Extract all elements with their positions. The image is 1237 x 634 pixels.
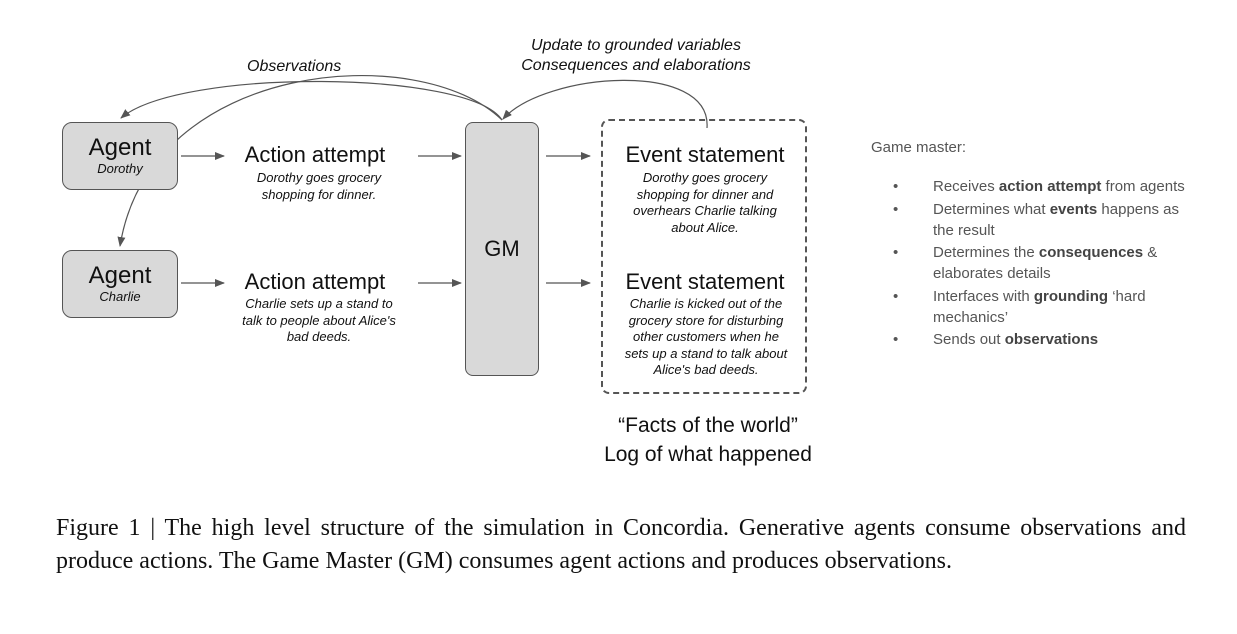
agent-title: Agent bbox=[88, 262, 152, 289]
event-text-line: grocery store for disturbing bbox=[628, 312, 784, 328]
item-post: from agents bbox=[1101, 178, 1185, 195]
agent-box-charlie: Agent Charlie bbox=[62, 250, 178, 318]
bullet-icon: • bbox=[893, 244, 899, 261]
item-bold: action attempt bbox=[998, 178, 1102, 195]
list-item: • Receives action attempt from agents bbox=[871, 176, 1201, 197]
event-text-line: about Alice. bbox=[671, 219, 739, 235]
event-text-line: overhears Charlie talking bbox=[633, 203, 777, 218]
action-text-2: Charlie sets up a stand to talk to peopl… bbox=[226, 296, 412, 346]
item-bold: grounding bbox=[1033, 287, 1109, 305]
list-item: • Determines what events happens as the r… bbox=[871, 199, 1201, 241]
action-text-line: Dorothy goes grocery bbox=[256, 170, 382, 185]
item-bold: consequences bbox=[1038, 244, 1144, 261]
figure-caption: Figure 1 | The high level structure of t… bbox=[56, 515, 1186, 574]
bullet-icon: • bbox=[893, 331, 899, 348]
bullet-icon: • bbox=[893, 287, 899, 305]
event-text-line: other customers when he bbox=[633, 329, 779, 344]
update-label: Update to grounded variables Consequence… bbox=[500, 36, 772, 76]
list-item: • Sends out observations bbox=[871, 329, 1201, 350]
game-master-list: • Receives action attempt from agents • De… bbox=[871, 176, 1201, 350]
facts-line2: Log of what happened bbox=[604, 443, 812, 466]
arrow-gm-to-dorothy bbox=[120, 80, 503, 121]
list-item: • Determines the consequences & elaborate… bbox=[871, 242, 1201, 284]
item-post: happens as the result bbox=[933, 200, 1179, 239]
event-text-1: Dorothy goes grocery shopping for dinner… bbox=[612, 170, 798, 236]
event-heading-2: Event statement bbox=[625, 269, 785, 294]
agent-name: Charlie bbox=[99, 289, 141, 304]
action-heading-1: Action attempt bbox=[244, 142, 386, 167]
action-text-line: shopping for dinner. bbox=[261, 186, 377, 202]
bullet-icon: • bbox=[893, 178, 899, 195]
item-pre: Sends out bbox=[933, 331, 1005, 348]
game-master-title: Game master: bbox=[871, 139, 967, 156]
agent-box-dorothy: Agent Dorothy bbox=[62, 122, 178, 190]
action-text-line: bad deeds. bbox=[286, 329, 352, 344]
item-post: & elaborates details bbox=[933, 244, 1158, 282]
item-pre: Determines the bbox=[933, 244, 1039, 261]
gm-label: GM bbox=[484, 236, 520, 261]
event-text-line: shopping for dinner and bbox=[636, 186, 774, 202]
item-pre: Interfaces with bbox=[933, 287, 1034, 305]
update-label-line2: Consequences and elaborations bbox=[521, 57, 751, 74]
action-text-line: Charlie sets up a stand to bbox=[245, 296, 393, 311]
gm-box: GM bbox=[465, 122, 539, 376]
item-bold: observations bbox=[1004, 331, 1099, 348]
event-text-line: Charlie is kicked out of the bbox=[629, 296, 783, 311]
facts-line1: “Facts of the world” bbox=[618, 414, 798, 437]
item-post: ‘hard mechanics’ bbox=[933, 287, 1146, 326]
update-label-line1: Update to grounded variables bbox=[531, 37, 741, 54]
agent-name: Dorothy bbox=[97, 161, 143, 176]
event-text-line: Dorothy goes grocery bbox=[642, 170, 768, 185]
event-text-2: Charlie is kicked out of the grocery sto… bbox=[612, 296, 800, 379]
event-heading-1: Event statement bbox=[625, 142, 785, 167]
observations-label: Observations bbox=[247, 58, 342, 75]
event-text-line: sets up a stand to talk about bbox=[624, 345, 788, 361]
item-pre: Determines what bbox=[933, 200, 1050, 218]
action-heading-2: Action attempt bbox=[244, 269, 386, 294]
list-item: • Interfaces with grounding ‘hard mechani… bbox=[871, 286, 1201, 328]
event-statement-box bbox=[601, 119, 807, 394]
agent-title: Agent bbox=[88, 134, 152, 161]
item-pre: Receives bbox=[933, 178, 999, 195]
event-text-line: Alice's bad deeds. bbox=[653, 362, 759, 377]
action-text-line: talk to people about Alice's bbox=[242, 312, 396, 328]
bullet-icon: • bbox=[893, 200, 899, 218]
facts-label: “Facts of the world” Log of what happene… bbox=[580, 411, 836, 469]
item-bold: events bbox=[1049, 200, 1098, 218]
action-text-1: Dorothy goes grocery shopping for dinner… bbox=[226, 170, 412, 203]
game-master-panel: Game master: • Receives action attempt fr… bbox=[871, 138, 1201, 352]
arrow-event-to-gm bbox=[502, 79, 708, 129]
